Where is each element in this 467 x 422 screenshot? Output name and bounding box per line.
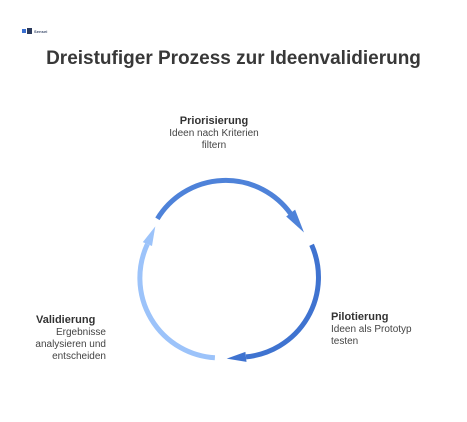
step-desc-line: entscheiden: [52, 351, 106, 362]
step-title-validierung: Validierung: [36, 314, 96, 326]
step-desc-priorisierung: Ideen nach Kriterien filtern: [0, 128, 428, 152]
step-desc-pilotierung: Ideen als Prototyp testen: [331, 324, 412, 348]
step-desc-line: Ideen als Prototyp: [331, 324, 412, 335]
cycle-arrow-pilotierung: [245, 243, 321, 360]
cycle-arrow-validierung: [137, 243, 216, 361]
step-desc-line: Ideen nach Kriterien: [169, 128, 259, 139]
step-desc-line: analysieren und: [35, 339, 106, 350]
logo-icon: [22, 28, 32, 34]
step-desc-line: filtern: [201, 140, 227, 151]
step-desc-line: testen: [331, 336, 359, 347]
cycle-arrowhead-validierung: [142, 226, 156, 246]
logo: Sensei: [22, 28, 48, 34]
cycle-arrowhead-priorisierung: [286, 209, 304, 233]
page-title: Dreistufiger Prozess zur Ideenvalidierun…: [46, 48, 421, 69]
step-desc-validierung: Ergebnisse analysieren und entscheiden: [20, 327, 106, 363]
cycle-arrow-priorisierung: [155, 177, 293, 221]
logo-text: Sensei: [34, 28, 48, 34]
step-desc-line: Ergebnisse: [55, 327, 106, 338]
step-title-priorisierung: Priorisierung: [179, 115, 249, 127]
step-title-pilotierung: Pilotierung: [331, 311, 389, 323]
cycle-arrowhead-pilotierung: [226, 351, 247, 362]
